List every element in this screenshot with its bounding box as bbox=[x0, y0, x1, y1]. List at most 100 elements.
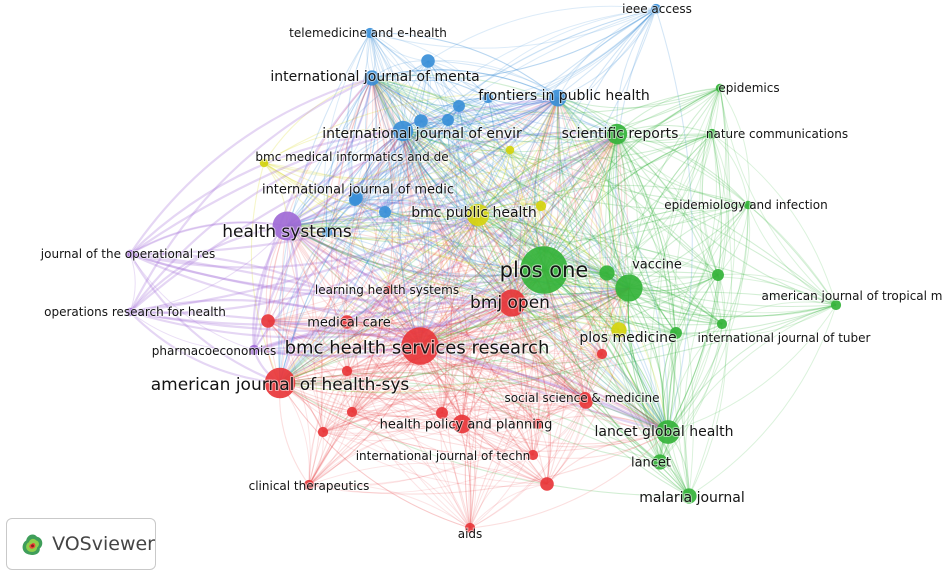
node-nature-communications[interactable] bbox=[706, 128, 718, 140]
label-learning-health-systems[interactable]: learning health systems bbox=[314, 282, 460, 298]
network-link bbox=[557, 97, 669, 433]
label-malaria-journal[interactable]: malaria journal bbox=[638, 489, 746, 507]
label-epidemiology-and-infection[interactable]: epidemiology and infection bbox=[663, 197, 828, 213]
label-scientific-reports[interactable]: scientific reports bbox=[561, 125, 680, 143]
node-u-blue-4[interactable] bbox=[482, 92, 494, 104]
node-health-policy-and-planning[interactable] bbox=[452, 414, 472, 434]
node-epidemiology-and-infection[interactable] bbox=[743, 200, 753, 210]
label-international-journal-of-envir[interactable]: international journal of envir bbox=[321, 125, 523, 143]
node-bmc-medical-informatics-and-de[interactable] bbox=[259, 158, 269, 168]
node-u-green-1[interactable] bbox=[599, 265, 615, 281]
node-u-green-2[interactable] bbox=[712, 269, 724, 281]
label-journal-of-the-operational-res[interactable]: journal of the operational res bbox=[39, 246, 216, 262]
node-u-blue-7[interactable] bbox=[321, 226, 333, 238]
network-link bbox=[308, 454, 534, 494]
label-health-systems[interactable]: health systems bbox=[221, 221, 353, 243]
label-bmc-public-health[interactable]: bmc public health bbox=[410, 204, 538, 222]
node-telemedicine-and-e-health[interactable] bbox=[364, 27, 376, 39]
label-epidemics[interactable]: epidemics bbox=[717, 80, 780, 96]
label-international-journal-of-medic[interactable]: international journal of medic bbox=[261, 182, 455, 199]
node-u-red-1[interactable] bbox=[261, 314, 275, 328]
node-u-blue-2[interactable] bbox=[442, 114, 454, 126]
node-epidemics[interactable] bbox=[715, 83, 725, 93]
network-link bbox=[419, 8, 657, 347]
node-learning-health-systems[interactable] bbox=[383, 285, 393, 295]
label-bmj-open[interactable]: bmj open bbox=[469, 292, 551, 314]
node-u-blue-1[interactable] bbox=[421, 54, 435, 68]
label-telemedicine-and-e-health[interactable]: telemedicine and e-health bbox=[288, 25, 448, 41]
network-link bbox=[371, 77, 723, 325]
node-u-blue-6[interactable] bbox=[379, 206, 391, 218]
node-u-red-4[interactable] bbox=[436, 407, 448, 419]
node-u-green-3[interactable] bbox=[670, 327, 682, 339]
network-link bbox=[387, 283, 513, 304]
label-international-journal-of-menta[interactable]: international journal of menta bbox=[269, 68, 480, 86]
node-american-journal-of-tropical-m[interactable] bbox=[830, 299, 842, 311]
node-ieee-access[interactable] bbox=[650, 3, 662, 15]
node-international-journal-of-tuber[interactable] bbox=[716, 318, 728, 330]
node-malaria-journal[interactable] bbox=[681, 488, 697, 504]
node-bmc-public-health[interactable] bbox=[466, 203, 490, 227]
label-international-journal-of-techn[interactable]: international journal of techn bbox=[355, 448, 532, 464]
node-bmj-open[interactable] bbox=[498, 289, 526, 317]
label-health-policy-and-planning[interactable]: health policy and planning bbox=[379, 417, 554, 434]
node-u-red-2[interactable] bbox=[341, 365, 353, 377]
node-u-blue-8[interactable] bbox=[414, 114, 428, 128]
node-bmc-health-services-research[interactable] bbox=[401, 327, 439, 365]
label-vaccine[interactable]: vaccine bbox=[631, 257, 683, 274]
node-international-journal-of-menta[interactable] bbox=[364, 70, 380, 86]
node-aids[interactable] bbox=[464, 522, 476, 534]
node-lancet[interactable] bbox=[652, 454, 668, 470]
label-plos-one[interactable]: plos one bbox=[499, 257, 590, 283]
node-pharmacoeconomics[interactable] bbox=[248, 344, 260, 356]
node-plos-one[interactable] bbox=[520, 246, 568, 294]
label-international-journal-of-tuber[interactable]: international journal of tuber bbox=[697, 330, 872, 346]
node-u-blue-5[interactable] bbox=[349, 194, 361, 206]
node-clinical-therapeutics[interactable] bbox=[303, 479, 315, 491]
label-ieee-access[interactable]: ieee access bbox=[621, 1, 693, 17]
node-scientific-reports[interactable] bbox=[606, 123, 628, 145]
node-u-yellow-2[interactable] bbox=[535, 200, 547, 212]
network-link bbox=[129, 129, 404, 255]
node-u-red-8[interactable] bbox=[596, 348, 608, 360]
node-medical-care[interactable] bbox=[340, 315, 354, 329]
label-social-science-medicine[interactable]: social science & medicine bbox=[503, 390, 660, 406]
label-bmc-health-services-research[interactable]: bmc health services research bbox=[284, 337, 551, 360]
label-medical-care[interactable]: medical care bbox=[306, 315, 392, 332]
label-american-journal-of-health-sys[interactable]: american journal of health-sys bbox=[150, 374, 411, 396]
node-international-journal-of-techn[interactable] bbox=[527, 449, 539, 461]
node-u-red-7[interactable] bbox=[579, 395, 593, 409]
node-international-journal-of-envir[interactable] bbox=[392, 120, 414, 142]
node-operations-research-for-health[interactable] bbox=[125, 307, 135, 317]
node-u-red-5[interactable] bbox=[317, 426, 329, 438]
network-link bbox=[371, 77, 401, 291]
network-link bbox=[402, 130, 620, 331]
label-clinical-therapeutics[interactable]: clinical therapeutics bbox=[248, 478, 371, 494]
label-frontiers-in-public-health[interactable]: frontiers in public health bbox=[477, 87, 650, 105]
label-american-journal-of-tropical-m[interactable]: american journal of tropical m bbox=[760, 288, 943, 304]
node-vaccine[interactable] bbox=[615, 274, 643, 302]
label-operations-research-for-health[interactable]: operations research for health bbox=[43, 304, 227, 320]
label-nature-communications[interactable]: nature communications bbox=[705, 126, 849, 142]
node-u-red-6[interactable] bbox=[540, 477, 554, 491]
node-health-systems[interactable] bbox=[272, 211, 302, 241]
label-pharmacoeconomics[interactable]: pharmacoeconomics bbox=[151, 343, 277, 359]
label-aids[interactable]: aids bbox=[457, 526, 484, 542]
node-journal-of-the-operational-res[interactable] bbox=[125, 249, 135, 259]
node-frontiers-in-public-health[interactable] bbox=[549, 89, 567, 107]
label-bmc-medical-informatics-and-de[interactable]: bmc medical informatics and de bbox=[254, 149, 449, 165]
label-plos-medicine[interactable]: plos medicine bbox=[578, 329, 677, 347]
node-u-blue-3[interactable] bbox=[453, 100, 465, 112]
node-lancet-global-health[interactable] bbox=[656, 420, 680, 444]
network-link bbox=[447, 119, 618, 144]
node-u-red-9[interactable] bbox=[532, 418, 544, 430]
network-link bbox=[371, 77, 460, 107]
node-american-journal-of-health-sys[interactable] bbox=[264, 367, 296, 399]
node-u-yellow-1[interactable] bbox=[505, 145, 515, 155]
label-lancet-global-health[interactable]: lancet global health bbox=[593, 423, 734, 441]
network-link bbox=[279, 302, 513, 384]
label-lancet[interactable]: lancet bbox=[630, 455, 672, 472]
node-plos-medicine[interactable] bbox=[611, 322, 627, 338]
node-u-red-3[interactable] bbox=[346, 406, 358, 418]
